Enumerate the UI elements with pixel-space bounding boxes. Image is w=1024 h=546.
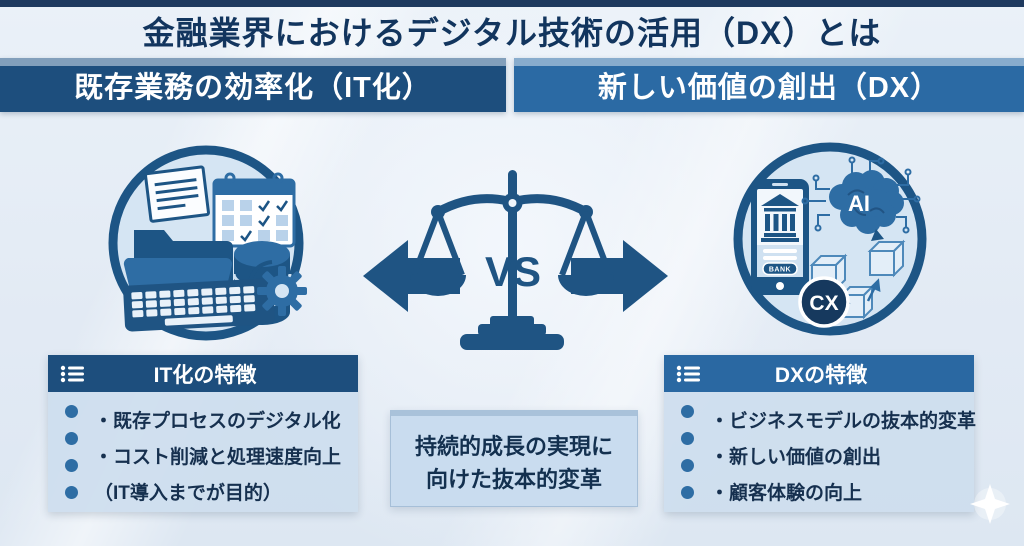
dx-features-title: DXの特徴 — [774, 363, 868, 387]
it-tools-illustration — [108, 145, 307, 341]
column-header-dx: 新しい価値の創出（DX） — [514, 58, 1024, 112]
bullet-dot — [65, 486, 78, 499]
statement-line-2: 向けた抜本的変革 — [425, 467, 602, 492]
bullet-dot — [681, 459, 694, 472]
list-icon — [676, 365, 700, 382]
feature-item: ・コスト削減と処理速度向上 — [94, 447, 342, 468]
calendar-icon — [212, 172, 296, 248]
feature-item: （IT導入までが目的） — [94, 483, 282, 504]
transformation-statement-box: 持続的成長の実現に 向けた抜本的変革 — [390, 410, 638, 507]
it-features-title: IT化の特徴 — [153, 363, 257, 387]
bullet-dot-column — [65, 405, 78, 499]
statement-line-1: 持続的成長の実現に — [414, 434, 613, 459]
cx-badge-icon: CX — [798, 276, 850, 328]
gear-icon — [257, 266, 307, 316]
it-features-body: ・既存プロセスのデジタル化 ・コスト削減と処理速度向上 （IT導入までが目的） — [48, 392, 358, 512]
cx-label: CX — [809, 292, 838, 315]
cable-line — [248, 260, 273, 283]
keyboard-icon — [123, 278, 275, 332]
column-header-dx-label: 新しい価値の創出（DX） — [597, 72, 941, 104]
feature-item: ・既存プロセスのデジタル化 — [94, 411, 341, 432]
bullet-dot — [65, 405, 78, 418]
document-icon — [144, 165, 210, 223]
column-header-it-label: 既存業務の効率化（IT化） — [74, 72, 432, 104]
header-sheen — [0, 58, 506, 66]
top-border-strip — [0, 0, 1024, 7]
list-icon — [60, 365, 84, 382]
balance-scale-icon — [410, 170, 614, 350]
vs-label: VS — [485, 248, 541, 295]
bullet-dot — [681, 486, 694, 499]
bullet-dot — [681, 432, 694, 445]
bullet-dot — [65, 459, 78, 472]
header-sheen — [514, 58, 1024, 66]
bullet-dot — [65, 432, 78, 445]
dx-features-panel: DXの特徴 ・ビジネスモデルの抜本的変革 ・新しい価値の創出 ・顧客体験の向上 — [664, 355, 977, 512]
dx-features-header: DXの特徴 — [664, 355, 974, 392]
bank-label: BANK — [769, 267, 791, 274]
smartphone-icon: BANK — [751, 179, 809, 295]
page-title: 金融業界におけるデジタル技術の活用（DX）とは — [142, 15, 882, 51]
ai-label: AI — [848, 191, 870, 216]
feature-item: ・顧客体験の向上 — [710, 483, 863, 504]
vs-scale-illustration: VS — [363, 170, 668, 350]
dx-features-body: ・ビジネスモデルの抜本的変革 ・新しい価値の創出 ・顧客体験の向上 — [664, 392, 977, 512]
dx-technologies-illustration: BANK — [733, 142, 927, 336]
feature-item: ・新しい価値の創出 — [710, 447, 882, 468]
bank-icon — [761, 194, 799, 242]
feature-item: ・ビジネスモデルの抜本的変革 — [710, 411, 977, 432]
it-features-header: IT化の特徴 — [48, 355, 358, 392]
column-header-it: 既存業務の効率化（IT化） — [0, 58, 506, 112]
bullet-dot — [681, 405, 694, 418]
sparkle-icon — [970, 484, 1010, 524]
it-features-panel: IT化の特徴 ・既存プロセスのデジタル化 ・コスト削減と処理速度向上 （IT導入… — [48, 355, 358, 512]
ai-brain-icon: AI — [801, 156, 921, 241]
bullet-dot-column — [681, 405, 694, 499]
